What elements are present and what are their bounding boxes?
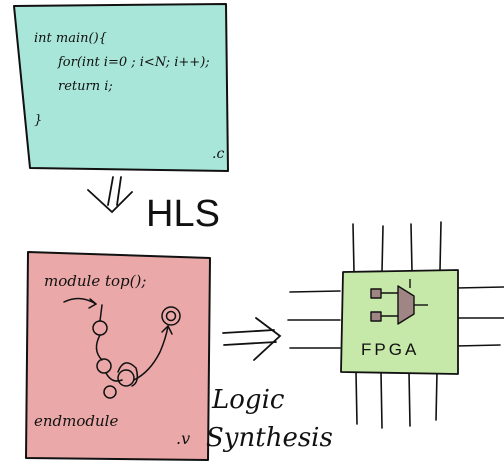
fsm-edge-head (161, 325, 173, 335)
verilog-source-file: module top(); endmodule .v (25, 251, 211, 461)
logic-synthesis-label-line2: Synthesis (206, 423, 333, 453)
fpga-label: FPGA (361, 340, 419, 359)
c-file-sheet (13, 3, 229, 172)
fsm-state-3 (117, 369, 135, 387)
hls-label: HLS (146, 193, 220, 235)
fsm-state-4 (103, 385, 117, 399)
verilog-file-sheet (25, 251, 211, 461)
fsm-loop (117, 362, 139, 387)
fsm-edge-entry-head (88, 298, 97, 309)
mux-icon (397, 285, 415, 325)
fsm-edge-2-3 (95, 334, 103, 361)
fpga-pins (287, 221, 504, 429)
state-machine-sketch (63, 297, 181, 399)
c-file-extension: .c (212, 146, 224, 162)
c-code-line-2: for(int i=0 ; i<N; i++); (57, 55, 210, 70)
logic-synthesis-label-line1: Logic (211, 385, 285, 415)
fsm-final-state-outer (161, 306, 181, 326)
fpga-logic-block (370, 279, 428, 325)
verilog-line-module: module top(); (44, 272, 146, 290)
hls-arrow (87, 176, 133, 214)
fsm-edge-3-4 (105, 372, 123, 382)
fsm-state-2 (96, 358, 112, 374)
c-code-line-3: return i; (58, 79, 113, 94)
fpga-chip: FPGA (287, 221, 504, 429)
verilog-line-endmodule: endmodule (34, 412, 118, 430)
fsm-final-state-inner (165, 310, 177, 322)
register-top (370, 288, 382, 299)
fsm-edge-4-final (133, 325, 169, 381)
verilog-file-extension: .v (176, 429, 190, 448)
synthesis-arrow (222, 317, 282, 361)
c-source-file: int main(){ for(int i=0 ; i<N; i++); ret… (13, 3, 229, 172)
fsm-edge-1-2 (99, 304, 103, 322)
register-bottom (370, 311, 382, 322)
c-code-line-4: } (34, 113, 42, 128)
c-code-line-1: int main(){ (34, 31, 107, 46)
